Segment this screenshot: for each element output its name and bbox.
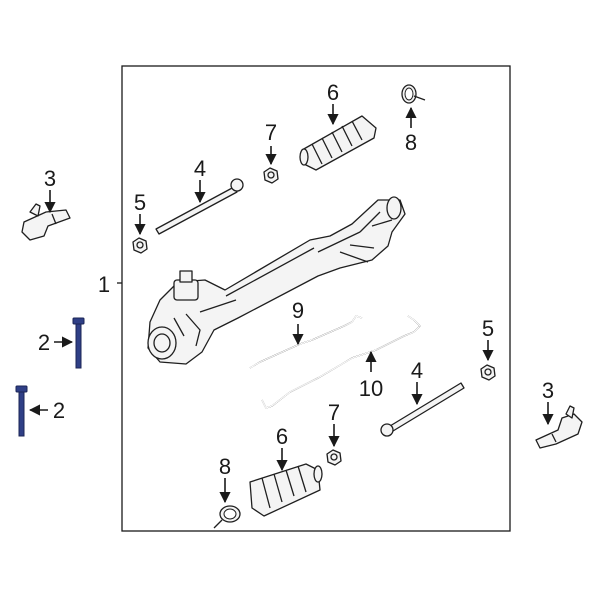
tie-rod-end-left (21, 203, 71, 241)
callout-9: 9 (292, 298, 304, 323)
callout-5-right: 5 (482, 316, 494, 341)
steering-rack-housing (147, 196, 406, 365)
callout-6-upper: 6 (327, 80, 339, 105)
callout-6-lower: 6 (276, 424, 288, 449)
assembly-frame (121, 65, 511, 532)
bolt-left-lower (15, 385, 28, 437)
callout-3-right: 3 (542, 378, 554, 403)
inner-tie-rod-upper (155, 178, 244, 235)
small-nut-lower (326, 449, 342, 466)
pressure-line (249, 315, 363, 369)
callout-8-lower: 8 (219, 454, 231, 479)
nut-right (480, 364, 496, 381)
leader-arrows (28, 104, 554, 504)
callout-7-lower: 7 (328, 400, 340, 425)
boot-upper (299, 115, 377, 171)
callout-8-upper: 8 (405, 130, 417, 155)
boot-lower (249, 463, 323, 517)
clamp-upper (401, 84, 426, 104)
callout-4-upper: 4 (194, 156, 206, 181)
inner-tie-rod-lower (380, 382, 465, 437)
tie-rod-end-right (535, 405, 583, 449)
callout-10: 10 (359, 376, 383, 401)
callout-1: 1 (98, 272, 110, 297)
nut-upper (132, 237, 148, 254)
callout-3-left: 3 (44, 166, 56, 191)
small-nut-upper (263, 167, 279, 184)
callout-2-upper: 2 (38, 330, 50, 355)
callout-2-lower: 2 (53, 398, 65, 423)
bolt-left-upper (72, 317, 85, 369)
callout-7-upper: 7 (265, 120, 277, 145)
clamp-lower (213, 505, 241, 529)
callout-5-upper: 5 (134, 190, 146, 215)
return-line (261, 315, 421, 409)
callout-4-lower: 4 (411, 358, 423, 383)
callout-labels: 1 2 2 3 3 4 4 5 5 6 6 7 7 8 8 9 10 (38, 80, 554, 479)
